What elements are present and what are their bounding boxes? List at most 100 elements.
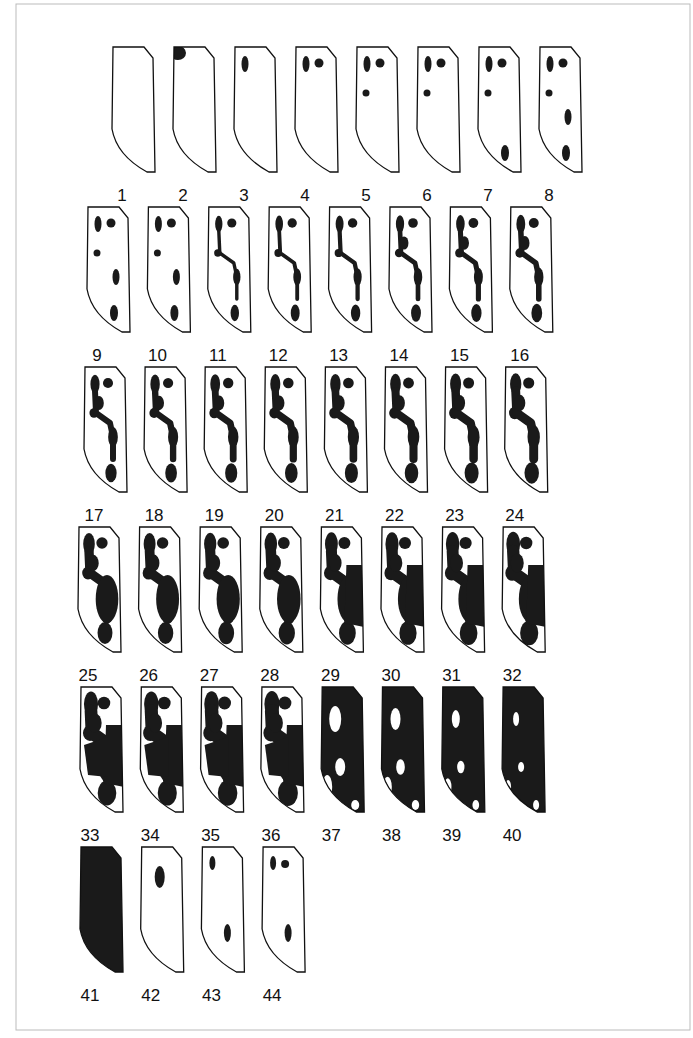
figure-number: 30 bbox=[382, 667, 401, 684]
leaf-outline bbox=[112, 47, 155, 172]
leaf-figure bbox=[208, 207, 251, 332]
stain-pattern bbox=[389, 374, 419, 484]
stain-blob bbox=[514, 395, 525, 411]
stain-blob bbox=[94, 396, 104, 410]
stain-blob bbox=[205, 737, 229, 777]
stain-blob bbox=[303, 56, 310, 72]
figure-number: 8 bbox=[544, 187, 553, 204]
leaf-figure bbox=[78, 847, 124, 973]
leaf-outline bbox=[502, 687, 545, 812]
leaf-outline bbox=[382, 687, 425, 812]
leaf-figure bbox=[539, 47, 582, 172]
leaf-outline bbox=[445, 367, 488, 492]
stain-blob bbox=[219, 231, 237, 299]
leaf-outline bbox=[261, 687, 304, 812]
leaf-figure bbox=[78, 527, 121, 652]
stain-pattern bbox=[155, 866, 165, 888]
stain-blob bbox=[329, 706, 341, 732]
leaf-figure bbox=[234, 47, 277, 172]
stain-pattern bbox=[515, 215, 543, 322]
stain-blob bbox=[170, 46, 186, 60]
leaf-outline bbox=[321, 687, 364, 812]
stain-blob bbox=[559, 59, 568, 68]
leaf-figure bbox=[381, 527, 425, 652]
leaf-outline bbox=[442, 687, 485, 812]
stain-blob bbox=[531, 304, 542, 322]
stain-pattern bbox=[440, 687, 486, 813]
stain-blob bbox=[231, 305, 239, 321]
leaf-outline bbox=[417, 47, 460, 172]
leaf-figure bbox=[356, 47, 399, 172]
figure-number: 5 bbox=[361, 187, 370, 204]
stain-blob bbox=[524, 462, 538, 483]
figure-number: 27 bbox=[200, 667, 219, 684]
stain-blob bbox=[485, 90, 492, 97]
stain-blob bbox=[547, 56, 554, 72]
leaf-figure bbox=[139, 527, 182, 652]
stain-blob bbox=[285, 463, 298, 483]
stain-blob bbox=[107, 219, 116, 228]
stain-pattern bbox=[324, 532, 364, 644]
figure-number: 37 bbox=[322, 827, 341, 844]
figure-number: 23 bbox=[445, 507, 464, 524]
stain-blob bbox=[546, 90, 553, 97]
leaf-outline bbox=[144, 367, 187, 492]
figure-number: 7 bbox=[483, 187, 492, 204]
stain-pattern bbox=[203, 533, 240, 645]
stain-blob bbox=[217, 575, 240, 623]
stain-blob bbox=[170, 305, 178, 321]
stain-blob bbox=[155, 216, 162, 232]
leaf-figure bbox=[260, 527, 303, 652]
leaf-figure bbox=[505, 367, 548, 492]
stain-blob bbox=[144, 737, 168, 777]
stain-pattern bbox=[424, 56, 446, 97]
leaf-outline bbox=[234, 47, 277, 172]
stain-pattern bbox=[149, 374, 178, 482]
stain-blob bbox=[403, 378, 414, 389]
leaf-figure bbox=[319, 687, 365, 813]
leaf-figure bbox=[449, 207, 492, 332]
stain-pattern bbox=[203, 691, 244, 806]
leaf-outline bbox=[478, 47, 521, 172]
stain-blob bbox=[98, 622, 113, 644]
stain-blob bbox=[278, 537, 290, 549]
leaf-outline bbox=[295, 47, 338, 172]
stain-blob bbox=[425, 56, 432, 72]
leaf-outline bbox=[173, 47, 216, 172]
leaf-outline bbox=[329, 207, 372, 332]
stain-pattern bbox=[89, 375, 117, 483]
stain-blob bbox=[158, 622, 173, 644]
figure-number: 15 bbox=[450, 347, 469, 364]
stain-blob bbox=[163, 378, 173, 388]
stain-blob bbox=[281, 860, 289, 868]
stain-pattern bbox=[363, 56, 385, 97]
stain-blob bbox=[460, 231, 478, 299]
figure-number: 17 bbox=[85, 507, 104, 524]
stain-blob bbox=[376, 59, 385, 68]
leaf-figure bbox=[320, 527, 364, 652]
leaf-outline bbox=[260, 527, 303, 652]
figure-number: 21 bbox=[325, 507, 344, 524]
stain-pattern bbox=[209, 856, 231, 942]
stain-blob bbox=[156, 575, 179, 623]
stain-blob bbox=[154, 396, 164, 410]
stain-blob bbox=[460, 236, 469, 250]
figure-number: 40 bbox=[503, 827, 522, 844]
leaf-figure bbox=[324, 367, 367, 492]
leaf-figure bbox=[201, 687, 245, 812]
stain-blob bbox=[95, 391, 113, 459]
stain-pattern bbox=[209, 374, 238, 482]
stain-blob bbox=[277, 575, 301, 623]
stain-blob bbox=[513, 712, 519, 726]
stain-blob bbox=[471, 304, 481, 322]
stain-blob bbox=[278, 697, 291, 710]
figure-number: 32 bbox=[503, 667, 522, 684]
figure-number: 4 bbox=[300, 187, 309, 204]
leaf-outline bbox=[201, 847, 244, 972]
figure-number: 31 bbox=[442, 667, 461, 684]
leaf-figure bbox=[329, 207, 372, 332]
figure-number: 36 bbox=[261, 827, 280, 844]
stain-blob bbox=[469, 218, 479, 228]
leaf-figure bbox=[201, 847, 244, 972]
stain-blob bbox=[363, 90, 370, 97]
